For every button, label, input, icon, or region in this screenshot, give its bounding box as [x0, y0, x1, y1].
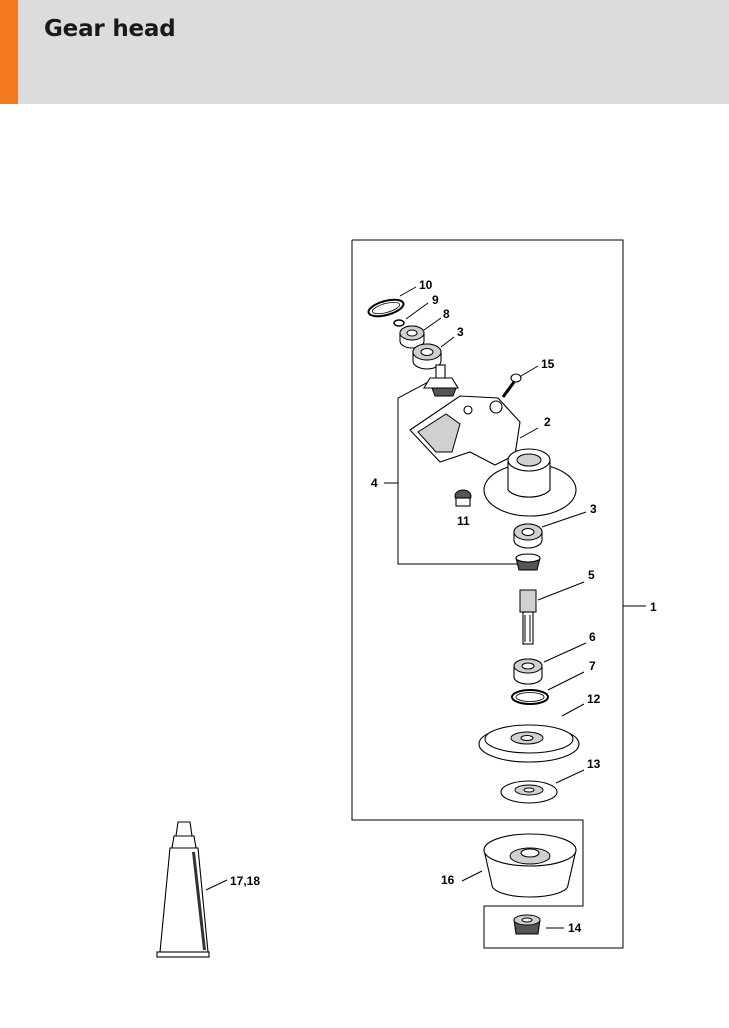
- part-3-upper-bearing: [412, 336, 455, 370]
- callout-16: 16: [441, 873, 455, 887]
- part-8-bearing: [399, 317, 442, 349]
- callout-4: 4: [371, 476, 378, 490]
- part-2-gear-housing: [409, 395, 577, 517]
- part-13-washer: [500, 769, 585, 804]
- callout-2: 2: [544, 415, 551, 429]
- part-5-spindle: [519, 581, 585, 645]
- part-11-plug: [454, 489, 472, 507]
- part-17-18-grease-tube: [156, 821, 228, 958]
- callout-14: 14: [568, 921, 582, 935]
- part-9-ring: [393, 302, 429, 327]
- callout-3-lower: 3: [590, 502, 597, 516]
- callout-7: 7: [589, 659, 596, 673]
- part-6-bearing: [513, 642, 587, 685]
- part-bevel-gear: [515, 553, 541, 571]
- callout-3-upper: 3: [457, 325, 464, 339]
- callout-12: 12: [587, 692, 601, 706]
- page-title: Gear head: [44, 16, 176, 42]
- part-4-bevel-pinion: [423, 364, 459, 397]
- part-12-thrust-plate: [478, 703, 585, 763]
- assembly-bracket-1: [351, 239, 646, 949]
- callout-8: 8: [443, 307, 450, 321]
- part-16-guard-cup: [461, 833, 577, 898]
- callout-11: 11: [457, 514, 470, 528]
- callout-1: 1: [650, 600, 657, 614]
- callout-15: 15: [541, 357, 555, 371]
- callout-17-18: 17,18: [230, 874, 260, 888]
- header-accent-bar: [0, 0, 18, 104]
- subassembly-bracket-4: [384, 379, 518, 565]
- callout-6: 6: [589, 630, 596, 644]
- part-7-circlip: [511, 671, 585, 705]
- callout-10: 10: [419, 278, 433, 292]
- part-15-screw: [501, 365, 539, 398]
- callout-5: 5: [588, 568, 595, 582]
- callout-13: 13: [587, 757, 601, 771]
- part-14-nut: [513, 914, 564, 935]
- part-10-circlip: [367, 286, 417, 318]
- part-3-lower-bearing: [513, 511, 587, 549]
- header-bar: Gear head: [0, 0, 729, 104]
- callout-9: 9: [432, 293, 439, 307]
